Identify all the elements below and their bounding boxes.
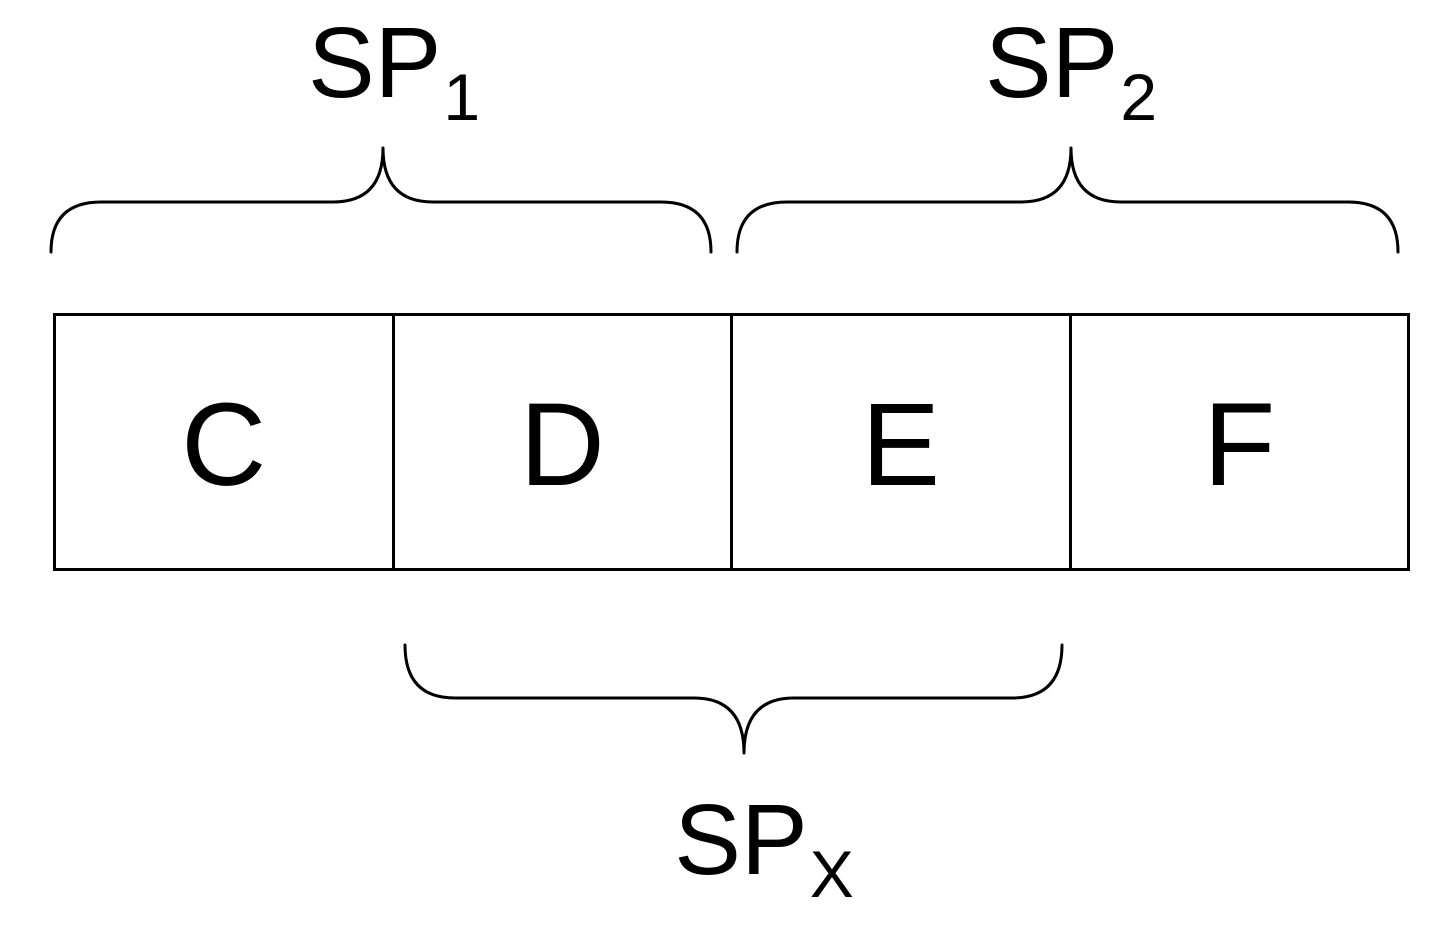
cell-d: D xyxy=(391,316,731,568)
sp1-brace xyxy=(49,146,713,254)
cell-row: C D E F xyxy=(53,313,1410,571)
cell-c-label: C xyxy=(181,379,267,511)
cell-f: F xyxy=(1068,316,1408,568)
label-spx-subscript: X xyxy=(809,837,854,911)
spx-brace xyxy=(403,643,1064,755)
label-sp1: SP1 xyxy=(308,13,480,130)
label-sp2-subscript: 2 xyxy=(1120,60,1158,134)
label-sp1-subscript: 1 xyxy=(443,60,481,134)
cell-e-label: E xyxy=(861,379,941,511)
cell-e: E xyxy=(730,316,1069,568)
label-sp2: SP2 xyxy=(985,13,1157,130)
cell-d-label: D xyxy=(519,379,605,511)
label-spx-base: SP xyxy=(674,784,808,896)
cell-f-label: F xyxy=(1203,379,1276,511)
label-sp2-base: SP xyxy=(984,7,1119,119)
label-spx: SPX xyxy=(674,790,853,907)
label-sp1-base: SP xyxy=(307,7,442,119)
sp2-brace xyxy=(735,146,1400,254)
cell-c: C xyxy=(56,316,392,568)
